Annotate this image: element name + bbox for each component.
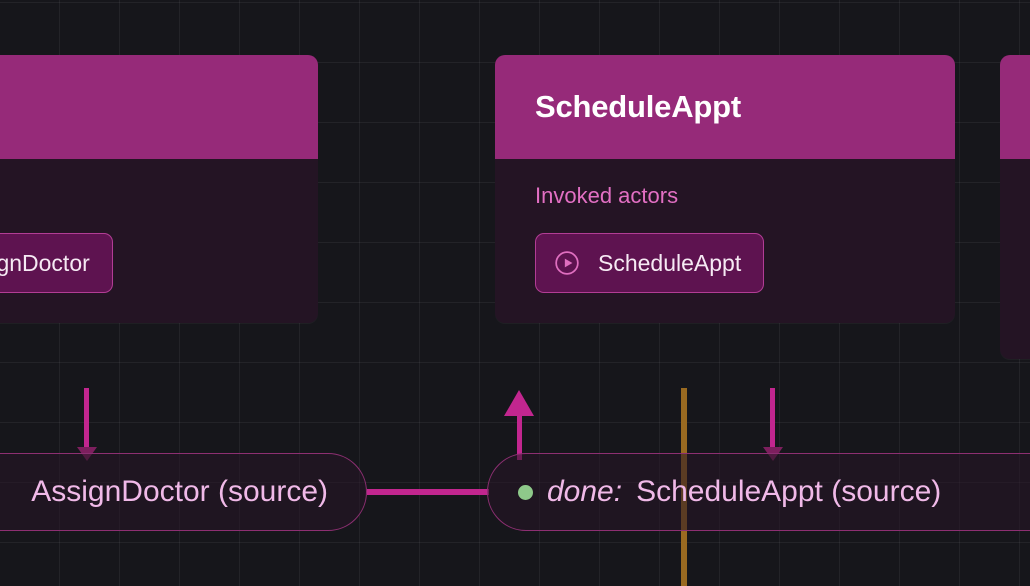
state-node-header: ScheduleAppt: [495, 55, 955, 159]
invoked-actor-label: ScheduleAppt: [598, 249, 742, 276]
edge-done-up-to-schedule: [517, 415, 522, 460]
transition-pill-assign-doctor[interactable]: AssignDoctor (source): [0, 453, 367, 531]
transition-label: AssignDoctor (source): [31, 475, 328, 508]
edge-assign-to-done: [367, 489, 489, 495]
done-status-dot: [518, 484, 533, 500]
invoked-actor-chip[interactable]: AssignDoctor: [0, 233, 113, 293]
state-node-title: ScheduleAppt: [535, 88, 742, 124]
transition-label: ScheduleAppt (source): [636, 475, 942, 508]
edge-into-done-pill: [770, 388, 775, 454]
invoked-actor-chip[interactable]: ScheduleAppt: [535, 233, 765, 293]
invoked-actors-label: Invoked actors: [535, 183, 679, 208]
play-circle-icon: [555, 251, 579, 275]
state-node-body: [1000, 159, 1030, 359]
transition-keyword: done:: [547, 475, 623, 508]
transition-pill-done-schedule-appt[interactable]: done: ScheduleAppt (source): [487, 453, 1030, 531]
invoked-actor-label: AssignDoctor: [0, 249, 90, 276]
state-node-body: Invoked actors ScheduleAppt: [495, 159, 955, 323]
state-node-header: [1000, 55, 1030, 159]
invoked-actors-label: d actors: [0, 185, 278, 207]
arrowhead-up-to-schedule-node: [504, 390, 534, 416]
state-node-body: d actors AssignDoctor: [0, 159, 318, 323]
state-node-schedule-appt[interactable]: ScheduleAppt Invoked actors ScheduleAppt: [495, 55, 955, 323]
state-node-right-clipped[interactable]: [1000, 55, 1030, 359]
state-node-assign-doctor[interactable]: d actors AssignDoctor: [0, 55, 318, 323]
state-node-header: [0, 55, 318, 159]
edge-into-assign-pill: [84, 388, 89, 454]
